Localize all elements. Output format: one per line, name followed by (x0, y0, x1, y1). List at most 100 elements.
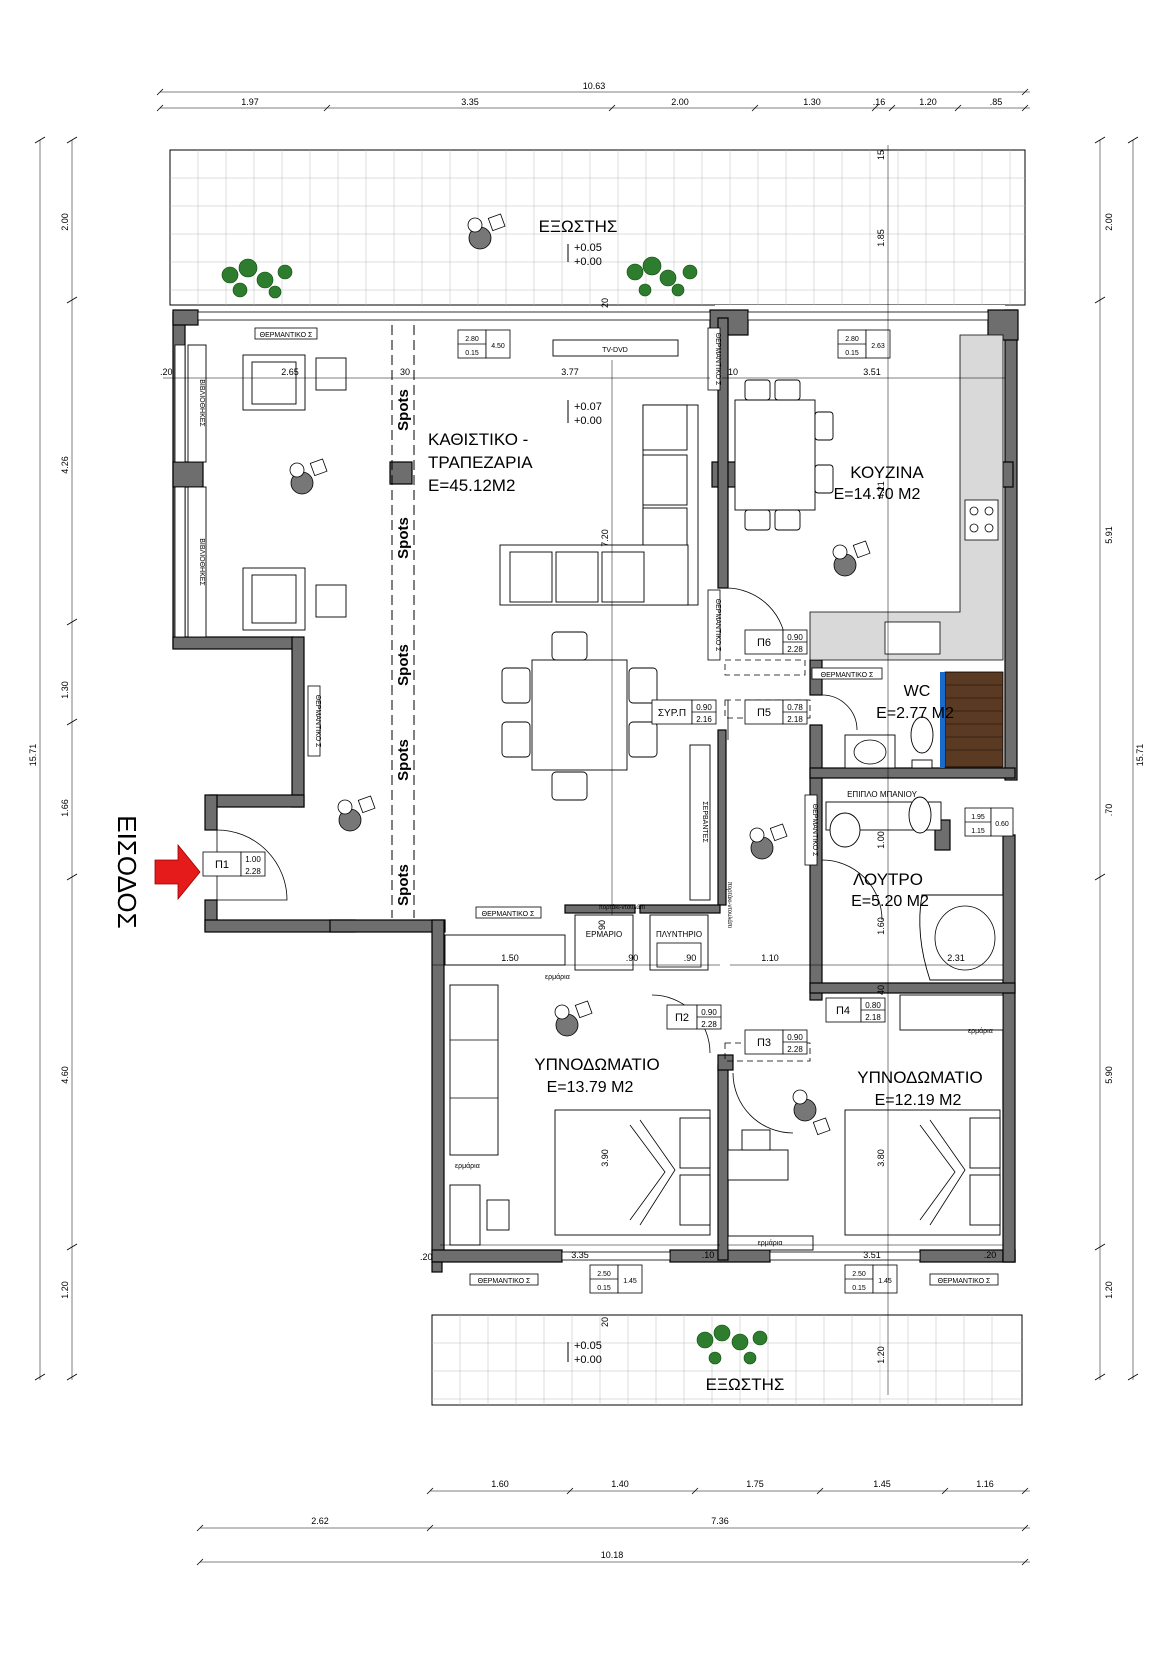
inner-dim: .10 (702, 1250, 715, 1260)
dim-left: 1.30 (60, 681, 70, 699)
door-tag-p1: Π1 1.00 2.28 (202, 851, 266, 877)
plant-icon (221, 258, 293, 299)
window-value: 1.95 (971, 814, 985, 821)
window-value: 0.15 (852, 1285, 866, 1292)
dimension-lines: 10.63 1.97 3.35 2.00 1.30 .16 1.20 .85 2… (28, 81, 1145, 1566)
dim-top-seg: .16 (873, 97, 886, 107)
spots-label: Spots (395, 644, 412, 686)
heater-label: ΘΕΡΜΑΝΤΙΚΟ Σ (314, 695, 321, 748)
window-value: 1.45 (878, 1278, 892, 1285)
window-tag: 2.80 0.15 2.63 (837, 329, 891, 359)
room-level: +0.07 (574, 401, 602, 413)
window-value: 2.50 (852, 1271, 866, 1278)
person-icon (832, 540, 871, 577)
window-value: 0.60 (995, 821, 1009, 828)
window-value: 1.15 (971, 828, 985, 835)
heater-label: ΘΕΡΜΑΝΤΙΚΟ Σ (478, 1278, 531, 1285)
armchair (242, 354, 347, 411)
room-area: E=12.19 M2 (875, 1092, 962, 1109)
door-height: 2.28 (245, 867, 261, 876)
inner-dim: 2.65 (281, 367, 299, 377)
inner-dim: 3.77 (561, 367, 579, 377)
interior-dimensions: .20 2.65 30 3.77 10 3.51 7.20 4.21 1.85 … (160, 145, 1005, 1395)
inner-dim: 10 (728, 367, 738, 377)
inner-dim: 3.51 (863, 367, 881, 377)
spots-label: Spots (395, 864, 412, 906)
door-id: Π1 (215, 859, 229, 871)
person-icon (792, 1089, 831, 1136)
door-width: 1.00 (245, 855, 261, 864)
room-name: ΤΡΑΠΕΖΑΡΙΑ (428, 453, 533, 472)
bookshelf: ΒΙΒΛΙΟΘΗΚΕΣ ΒΙΒΛΙΟΘΗΚΕΣ (187, 344, 207, 638)
door-tag-p2: Π2 0.90 2.28 (666, 1004, 722, 1030)
dim-top-seg: .85 (990, 97, 1003, 107)
heater-label: ΘΕΡΜΑΝΤΙΚΟ Σ (821, 672, 874, 679)
entrance-label: ΕΙΣΟΔΟΣ (112, 815, 142, 928)
window-tag: 2.50 0.15 1.45 (589, 1264, 643, 1294)
dim-right: 1.20 (1104, 1281, 1114, 1299)
dim-top-seg: 1.30 (803, 97, 821, 107)
window-value: 4.50 (491, 343, 505, 350)
heater-label: ΘΕΡΜΑΝΤΙΚΟ Σ (714, 599, 721, 652)
window-tag: 2.80 0.15 4.50 (457, 329, 511, 359)
dim-bottom: 1.40 (611, 1479, 629, 1489)
sideboard: ΣΕΡΒΑΝΤΕΣ (689, 744, 711, 901)
wardrobe-label: ερμάρια (545, 973, 570, 981)
heater-label: ΘΕΡΜΑΝΤΙΚΟ Σ (938, 1278, 991, 1285)
door-acc-label: πορτάκι-ντουλάπι (726, 882, 733, 929)
balcony-top: ΕΞΩΣΤΗΣ +0.05 +0.00 (169, 149, 1026, 306)
dim-top-total: 10.63 (583, 81, 606, 91)
dim-left: 1.20 (60, 1281, 70, 1299)
window-value: 2.80 (845, 336, 859, 343)
heater-label: ΘΕΡΜΑΝΤΙΚΟ Σ (482, 911, 535, 918)
inner-dim: 30 (400, 367, 410, 377)
window-value: 0.15 (597, 1285, 611, 1292)
cupboard: ΕΡΜΑΡΙΟ (574, 914, 634, 971)
plant-icon (626, 256, 698, 297)
sideboard-label: ΣΕΡΒΑΝΤΕΣ (701, 801, 708, 843)
dim-top-seg: 3.35 (461, 97, 479, 107)
dim-top-seg: 1.20 (919, 97, 937, 107)
door-width: 0.90 (701, 1008, 717, 1017)
kitchen-counter (809, 334, 1004, 661)
heater-labels: ΘΕΡΜΑΝΤΙΚΟ Σ ΘΕΡΜΑΝΤΙΚΟ Σ ΘΕΡΜΑΝΤΙΚΟ Σ Θ… (254, 327, 999, 1286)
walls (172, 309, 1019, 1273)
dim-right-total: 15.71 (1135, 744, 1145, 767)
door-height: 2.28 (787, 645, 803, 654)
person-icon (749, 823, 788, 860)
balcony-top-level: +0.05 (574, 242, 602, 254)
door-height: 2.18 (787, 715, 803, 724)
room-area: E=13.79 M2 (547, 1079, 634, 1096)
door-id: Π3 (757, 1037, 771, 1049)
balcony-bottom-level: +0.00 (574, 1354, 602, 1366)
room-name: WC (904, 683, 931, 700)
wardrobe: ερμάρια ερμάρια (727, 994, 1004, 1251)
door-tag-p4: Π4 0.80 2.18 (825, 997, 886, 1023)
inner-dim: .20 (160, 367, 173, 377)
inner-dim: 1.60 (876, 917, 886, 935)
door-width: 0.90 (696, 703, 712, 712)
room-wc: WC E=2.77 M2 (876, 683, 954, 722)
inner-dim: 3.35 (571, 1250, 589, 1260)
room-name: ΚΟΥΖΙΝΑ (850, 463, 924, 482)
dining-table (501, 631, 658, 801)
spots-line: Spots Spots Spots Spots Spots (391, 325, 415, 918)
dim-right: 5.91 (1104, 526, 1114, 544)
inner-dim: 2.31 (947, 953, 965, 963)
window-value: 2.63 (871, 343, 885, 350)
inner-dim: 1.50 (501, 953, 519, 963)
room-bedroom-2: ΥΠΝΟΔΩΜΑΤΙΟ E=12.19 M2 (857, 1068, 982, 1109)
door-width: 0.90 (787, 1033, 803, 1042)
dim-bottom: 1.60 (491, 1479, 509, 1489)
door-height: 2.28 (787, 1045, 803, 1054)
dim-right-inner: .70 (1104, 804, 1114, 817)
window-frames (174, 311, 989, 1261)
window-value: 0.15 (465, 350, 479, 357)
window-value: 1.45 (623, 1278, 637, 1285)
dim-top-seg: 1.97 (241, 97, 259, 107)
balcony-bottom-name: ΕΞΩΣΤΗΣ (706, 1375, 785, 1394)
window-value: 2.80 (465, 336, 479, 343)
balcony-bottom: +0.05 +0.00 ΕΞΩΣΤΗΣ (431, 1314, 1023, 1406)
dim-left-total: 15.71 (28, 744, 38, 767)
